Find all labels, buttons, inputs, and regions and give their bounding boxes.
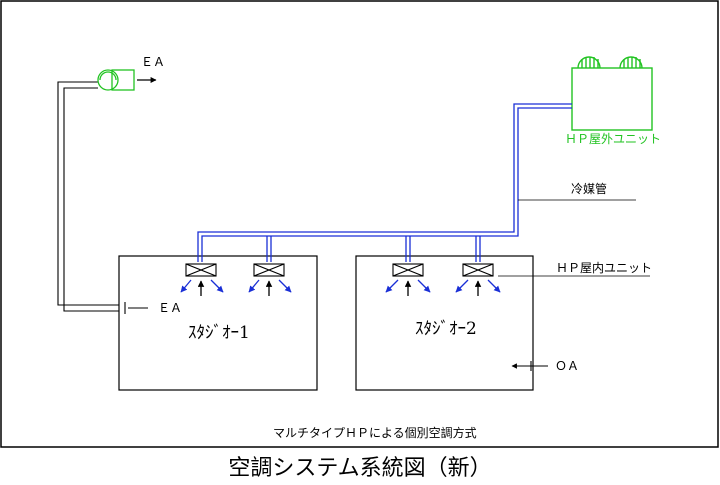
system-note: マルチタイプＨＰによる個別空調方式	[273, 425, 477, 440]
diagram-caption: 空調システム系統図（新）	[228, 456, 492, 481]
indoor-unit-label: ＨＰ屋内ユニット	[556, 261, 652, 275]
indoor-unit-1	[185, 263, 217, 277]
diagram-frame	[0, 0, 719, 448]
exhaust-duct	[57, 81, 126, 314]
outdoor-unit	[571, 56, 653, 131]
studio-2-label: ｽﾀｼﾞｵｰ2	[415, 319, 477, 339]
indoor-unit-4	[462, 263, 494, 277]
oa-label: ＯＡ	[555, 359, 579, 373]
studio-1-label: ｽﾀｼﾞｵｰ1	[188, 323, 250, 343]
ea-room-label: ＥＡ	[158, 301, 182, 315]
exhaust-fan-icon	[97, 69, 135, 91]
refrigerant-pipe	[197, 103, 572, 262]
outdoor-unit-label: ＨＰ屋外ユニット	[565, 132, 661, 146]
ea-top-label: ＥＡ	[141, 55, 165, 69]
refrigerant-pipe-label: 冷媒管	[571, 181, 607, 196]
studio-2-room	[355, 255, 534, 391]
airflow-arrows	[180, 279, 501, 296]
indoor-unit-3	[392, 263, 424, 277]
studio-1-room	[118, 255, 318, 391]
indoor-unit-2	[253, 263, 285, 277]
